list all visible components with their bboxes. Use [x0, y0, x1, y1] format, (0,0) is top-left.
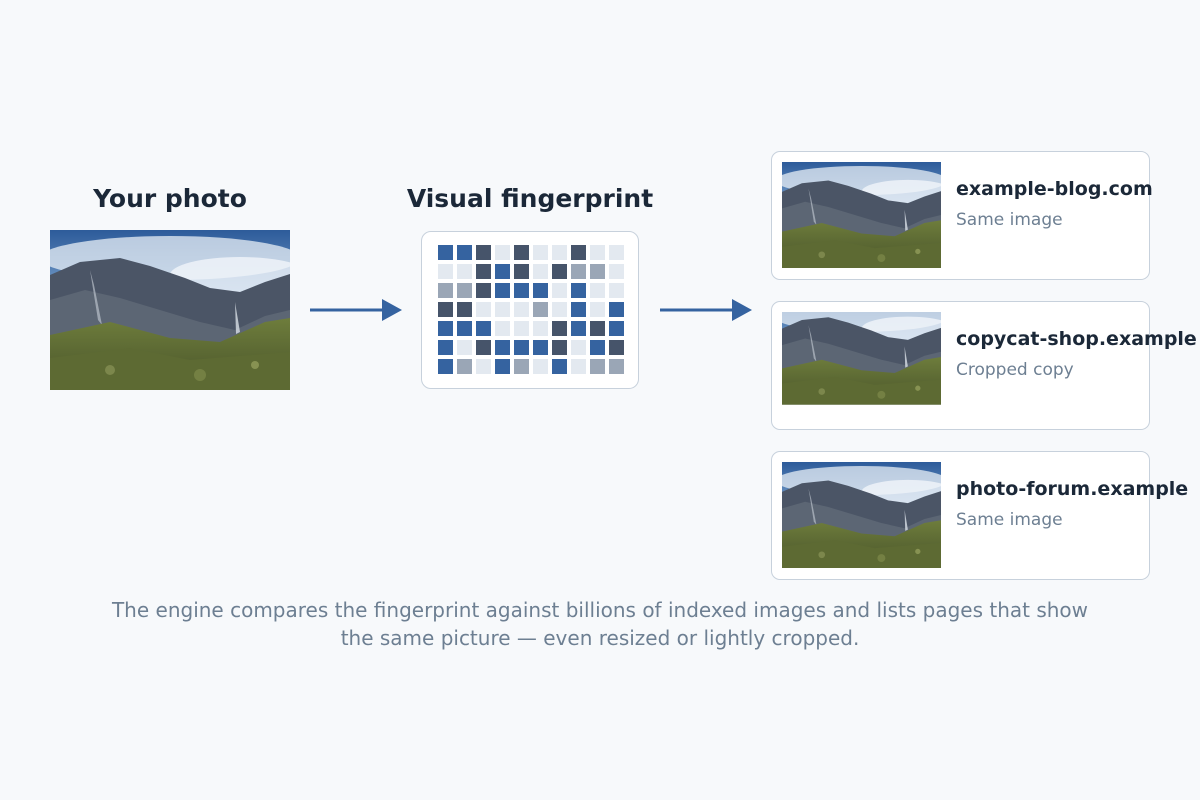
fingerprint-cell [590, 264, 605, 279]
fingerprint-cell [533, 245, 548, 260]
match-thumbnail [782, 312, 941, 418]
fingerprint-cell [438, 283, 453, 298]
fingerprint-cell [495, 321, 510, 336]
match-card[interactable]: photo-forum.example Same image [771, 451, 1188, 580]
fingerprint-cell [514, 340, 529, 355]
fingerprint-cell [609, 359, 624, 374]
fingerprint-cell [552, 283, 567, 298]
fingerprint-cell [495, 264, 510, 279]
fingerprint-cell [609, 340, 624, 355]
landscape-image [782, 162, 941, 268]
landscape-image-cropped [782, 312, 941, 418]
fingerprint-cell [533, 340, 548, 355]
fingerprint-cell [457, 245, 472, 260]
fingerprint-cell [533, 283, 548, 298]
fingerprint-cell [609, 302, 624, 317]
fingerprint-cell [514, 302, 529, 317]
match-site: photo-forum.example [956, 478, 1189, 500]
fingerprint-cell [476, 245, 491, 260]
source-heading: Your photo [93, 184, 247, 213]
fingerprint-cell [438, 359, 453, 374]
fingerprint-cell [571, 321, 586, 336]
fingerprint-cell [533, 321, 548, 336]
fingerprint-cell [514, 264, 529, 279]
fingerprint-cell [590, 321, 605, 336]
match-site: example-blog.com [956, 178, 1153, 200]
fingerprint-cell [533, 302, 548, 317]
fingerprint-cell [571, 264, 586, 279]
fingerprint-cell [571, 340, 586, 355]
fingerprint-cell [571, 245, 586, 260]
fingerprint-cell [495, 359, 510, 374]
fingerprint-cell [495, 302, 510, 317]
fingerprint-cell [590, 245, 605, 260]
source-photo [50, 230, 290, 390]
fingerprint-cell [609, 321, 624, 336]
fingerprint-cell [609, 264, 624, 279]
fingerprint-cell [476, 321, 491, 336]
fingerprint-cell [514, 321, 529, 336]
fingerprint-cell [552, 264, 567, 279]
fingerprint-cell [476, 264, 491, 279]
fingerprint-cell [495, 283, 510, 298]
match-site: copycat-shop.example [956, 328, 1197, 350]
fingerprint-cell [571, 283, 586, 298]
fingerprint-cell [457, 302, 472, 317]
fingerprint-cell [590, 340, 605, 355]
fingerprint-cell [552, 302, 567, 317]
fingerprint-cell [476, 283, 491, 298]
landscape-image [782, 462, 941, 568]
fingerprint-cell [533, 264, 548, 279]
match-thumbnail [782, 462, 941, 568]
fingerprint-cell [457, 283, 472, 298]
fingerprint-cell [590, 283, 605, 298]
fingerprint-cell [457, 359, 472, 374]
match-card[interactable]: example-blog.com Same image [771, 151, 1153, 280]
match-kind: Same image [956, 210, 1063, 230]
fingerprint-cell [590, 359, 605, 374]
match-kind: Cropped copy [956, 360, 1074, 380]
fingerprint-cell [609, 245, 624, 260]
fingerprint-cell [514, 359, 529, 374]
fingerprint-cell [457, 340, 472, 355]
fingerprint-cell [533, 359, 548, 374]
fingerprint-grid [438, 245, 624, 374]
fingerprint-cell [552, 245, 567, 260]
fingerprint-cell [495, 340, 510, 355]
fingerprint-cell [552, 321, 567, 336]
fingerprint-cell [590, 302, 605, 317]
fingerprint-cell [514, 245, 529, 260]
match-kind: Same image [956, 510, 1063, 530]
fingerprint-heading: Visual fingerprint [406, 184, 654, 213]
fingerprint-cell [514, 283, 529, 298]
fingerprint-cell [438, 321, 453, 336]
fingerprint-cell [495, 245, 510, 260]
fingerprint-cell [457, 264, 472, 279]
fingerprint-cell [476, 359, 491, 374]
fingerprint-cell [571, 302, 586, 317]
fingerprint-cell [571, 359, 586, 374]
caption: The engine compares the fingerprint agai… [111, 598, 1089, 650]
arrow-right-icon [660, 299, 752, 321]
fingerprint-cell [552, 340, 567, 355]
fingerprint-grid-card [421, 231, 639, 389]
match-card[interactable]: copycat-shop.example Cropped copy [771, 301, 1197, 430]
fingerprint-cell [552, 359, 567, 374]
fingerprint-cell [476, 302, 491, 317]
fingerprint-cell [438, 302, 453, 317]
landscape-image [50, 230, 290, 390]
fingerprint-cell [438, 340, 453, 355]
fingerprint-cell [438, 264, 453, 279]
arrow-right-icon [310, 299, 402, 321]
fingerprint-cell [438, 245, 453, 260]
fingerprint-cell [476, 340, 491, 355]
fingerprint-cell [457, 321, 472, 336]
match-thumbnail [782, 162, 941, 268]
fingerprint-cell [609, 283, 624, 298]
